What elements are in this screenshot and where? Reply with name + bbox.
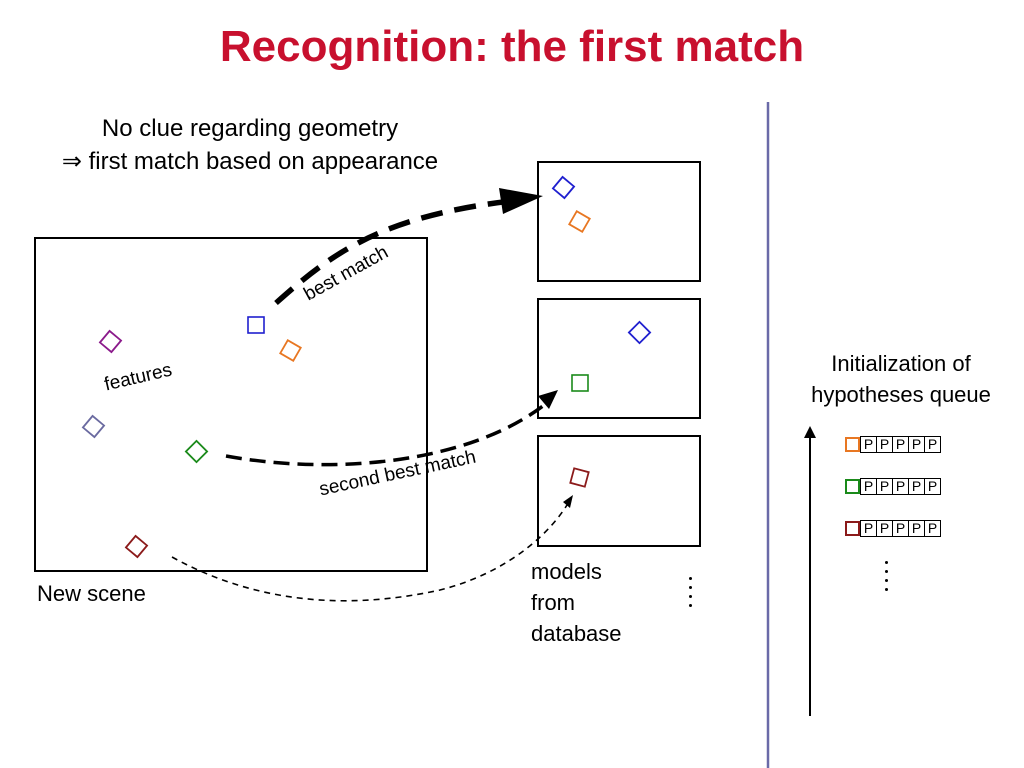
queue-row-green: P P P P P (845, 477, 941, 495)
feature-purple (98, 329, 123, 354)
queue-row-darkred: P P P P P (845, 519, 941, 537)
queue-cell: P (860, 435, 877, 453)
queue-cell: P (876, 519, 893, 537)
queue-title-line-2: hypotheses queue (811, 382, 991, 407)
model2-feature-blue (627, 320, 652, 345)
queue-cell: P (908, 519, 925, 537)
new-scene-label: New scene (37, 581, 146, 606)
model-frame-1 (537, 161, 701, 282)
second-best-match-arrow (225, 400, 550, 467)
queue-row-orange: P P P P P (845, 435, 941, 453)
second-best-match-arrowhead (538, 390, 558, 409)
queue-cell: P (892, 477, 909, 495)
subtitle-line-1: No clue regarding geometry (101, 115, 399, 142)
third-match-arrowhead (563, 495, 573, 508)
model2-feature-green (571, 374, 589, 392)
queue-cell: P (924, 435, 941, 453)
model-frame-2 (537, 298, 701, 419)
queue-cell: P (924, 477, 941, 495)
queue-feature-orange (845, 436, 860, 452)
third-match-arrow (171, 504, 568, 602)
queue-feature-green (845, 478, 860, 494)
feature-green (184, 439, 209, 464)
subtitle-line-2: ⇒ first match based on appearance (61, 148, 439, 175)
queue-more-ellipsis (885, 558, 888, 594)
feature-slate (81, 414, 106, 439)
models-label-line-1: models (531, 559, 602, 584)
model-frame-3 (537, 435, 701, 547)
model1-feature-orange (568, 210, 591, 233)
feature-darkred (124, 534, 149, 559)
feature-orange (279, 339, 302, 362)
queue-cell: P (908, 477, 925, 495)
queue-cell: P (908, 435, 925, 453)
queue-cell: P (924, 519, 941, 537)
queue-cell: P (892, 519, 909, 537)
page-title: Recognition: the first match (219, 22, 805, 71)
best-match-arrow (274, 197, 521, 306)
queue-cell: P (860, 519, 877, 537)
subtitle: No clue regarding geometry ⇒ first match… (20, 112, 480, 178)
model1-feature-blue (551, 175, 576, 200)
queue-cell: P (876, 435, 893, 453)
queue-title-line-1: Initialization of (831, 351, 971, 376)
queue-axis-arrowhead (804, 426, 816, 438)
models-label-line-2: from (531, 590, 575, 615)
model3-feature-darkred (569, 467, 590, 488)
models-label-line-3: database (531, 621, 622, 646)
queue-title: Initialization of hypotheses queue (790, 348, 1012, 410)
new-scene-frame (34, 237, 428, 572)
best-match-arrowhead (499, 188, 543, 214)
queue-cell: P (892, 435, 909, 453)
models-more-ellipsis (689, 574, 692, 610)
queue-cell: P (876, 477, 893, 495)
queue-feature-darkred (845, 520, 860, 536)
queue-cell: P (860, 477, 877, 495)
models-label: models from database (531, 556, 622, 649)
feature-blue (247, 316, 265, 334)
